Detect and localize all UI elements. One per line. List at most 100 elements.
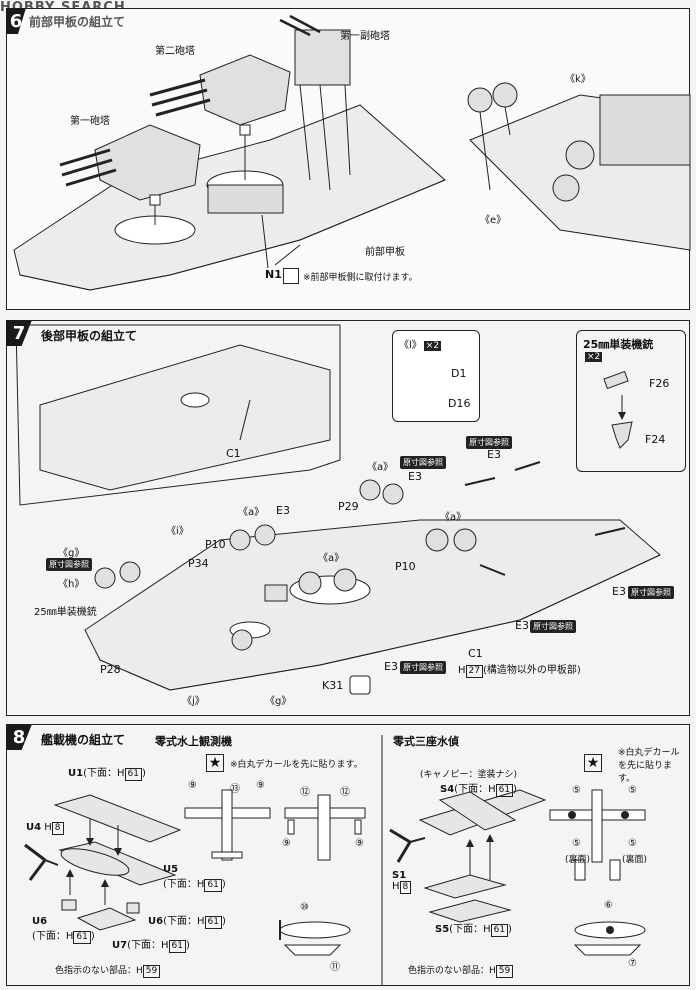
u6b-sub: (下面：H [163, 916, 205, 927]
canopy-note: (キャノピー：塗装ナシ) [420, 770, 518, 780]
s1-h: H [392, 881, 400, 892]
decal-9d: ⑨ [355, 838, 364, 849]
aa-callout-title: 25㎜単装機銃 [583, 338, 654, 351]
u5-num: 61 [204, 879, 222, 892]
right-decal-note: ※白丸デカールを先に貼ります。 [618, 748, 680, 784]
e3-label-6: E3 [384, 660, 398, 673]
u5-code: U5 [163, 864, 179, 875]
decal-5d: ⑤ [628, 838, 637, 849]
decal-5c: ⑤ [572, 838, 581, 849]
a-label-2: 《a》 [367, 462, 394, 473]
c1-inset-label: C1 [226, 447, 241, 460]
h-label: 《h》 [58, 579, 85, 590]
left-footer-num: 59 [142, 965, 161, 978]
h27-text: (構造物以外の甲板部) [482, 665, 581, 676]
decal-9c: ⑨ [282, 838, 291, 849]
u7-code: U7 [112, 940, 128, 951]
e3-label-1: E3 [487, 448, 501, 461]
p28-label: P28 [100, 663, 121, 676]
e-label: 《e》 [480, 215, 507, 226]
i-label: 《i》 [166, 526, 189, 537]
aa-callout-mult: ×2 [585, 352, 603, 362]
subturret1-label: 第一副砲塔 [340, 31, 390, 42]
ref-tag-4: 原寸図参照 [628, 586, 674, 599]
f26-label: F26 [649, 377, 670, 390]
front-deck-label: 前部甲板 [365, 247, 405, 258]
underside-a: (裏面) [565, 855, 591, 865]
g-label-1: 《g》 [58, 548, 85, 559]
f24-label: F24 [645, 433, 666, 446]
ref-tag-2: 原寸図参照 [400, 456, 446, 469]
decal-5a: ⑤ [572, 785, 581, 796]
u1-sub: (下面：H [83, 768, 125, 779]
star-icon-left: ★ [206, 754, 224, 772]
k-label: 《k》 [565, 74, 591, 85]
u6-code: U6 [32, 916, 48, 927]
u1-code: U1 [68, 768, 84, 779]
left-decal-note: ※白丸デカールを先に貼ります。 [230, 760, 363, 770]
step8-title: 艦載機の組立て [41, 733, 126, 747]
g-label-2: 《g》 [265, 696, 292, 707]
u4-h: H [44, 822, 52, 833]
decal-12a: ⑫ [300, 787, 310, 798]
decal-6: ⑥ [604, 900, 613, 911]
decal-7: ⑦ [628, 958, 637, 969]
u7-sub: (下面：H [127, 940, 169, 951]
step6-panel: 6 前部甲板の組立て [6, 8, 690, 310]
a-label-4: 《a》 [318, 553, 345, 564]
u6b-code: U6 [148, 916, 164, 927]
l-callout-label: 《l》 [399, 340, 422, 351]
d1-label: D1 [451, 367, 467, 380]
h27-prefix: H [458, 665, 466, 676]
step8-number: 8 [6, 724, 32, 750]
p10-label-1: P10 [205, 538, 226, 551]
n1-label: N1 [265, 268, 282, 281]
s5-code: S5 [435, 924, 450, 935]
step7-number: 7 [6, 320, 32, 346]
underside-b: (裏面) [622, 855, 648, 865]
star-icon-right: ★ [584, 754, 602, 772]
u1-num: 61 [124, 768, 142, 781]
right-footer-text: 色指示のない部品：H [408, 966, 496, 976]
decal-9b: ⑨ [256, 780, 265, 791]
decal-12b: ⑫ [340, 787, 350, 798]
ref-tag-3: 原寸図参照 [46, 558, 92, 571]
ref-tag-6: 原寸図参照 [400, 661, 446, 674]
step6-number: 6 [6, 8, 26, 34]
decal-13: ⑬ [230, 784, 240, 795]
decal-9a: ⑨ [188, 780, 197, 791]
n1-note: ※前部甲板側に取付けます。 [303, 273, 418, 283]
left-plane-title: 零式水上観測機 [155, 735, 232, 748]
decal-11: ⑪ [330, 962, 340, 973]
u4-num: 8 [51, 822, 64, 835]
a-label-1: 《a》 [238, 507, 265, 518]
u6b-num: 61 [204, 916, 222, 929]
d16-label: D16 [448, 397, 471, 410]
s4-sub: (下面：H [454, 784, 496, 795]
c1-label: C1 [468, 647, 483, 660]
decal-10: ⑩ [300, 902, 309, 913]
aa-gun-label: 25㎜単装機銃 [34, 607, 97, 618]
e3-label-3: E3 [276, 504, 290, 517]
right-footer-num: 59 [495, 965, 514, 978]
u5-sub: (下面：H [163, 879, 205, 890]
u6-sub: (下面：H [32, 931, 74, 942]
e3-label-2: E3 [408, 470, 422, 483]
l-callout: 《l》×2 D1 D16 [392, 330, 480, 422]
ref-tag-5: 原寸図参照 [530, 620, 576, 633]
h27-box: 27 [465, 665, 483, 678]
step8-panel: 8 艦載機の組立て [6, 724, 690, 986]
k31-label: K31 [322, 679, 344, 692]
step7-panel: 7 後部甲板の組立て [6, 320, 690, 716]
e3-label-5: E3 [515, 619, 529, 632]
a-label-3: 《a》 [440, 512, 467, 523]
s4-num: 61 [495, 784, 514, 797]
